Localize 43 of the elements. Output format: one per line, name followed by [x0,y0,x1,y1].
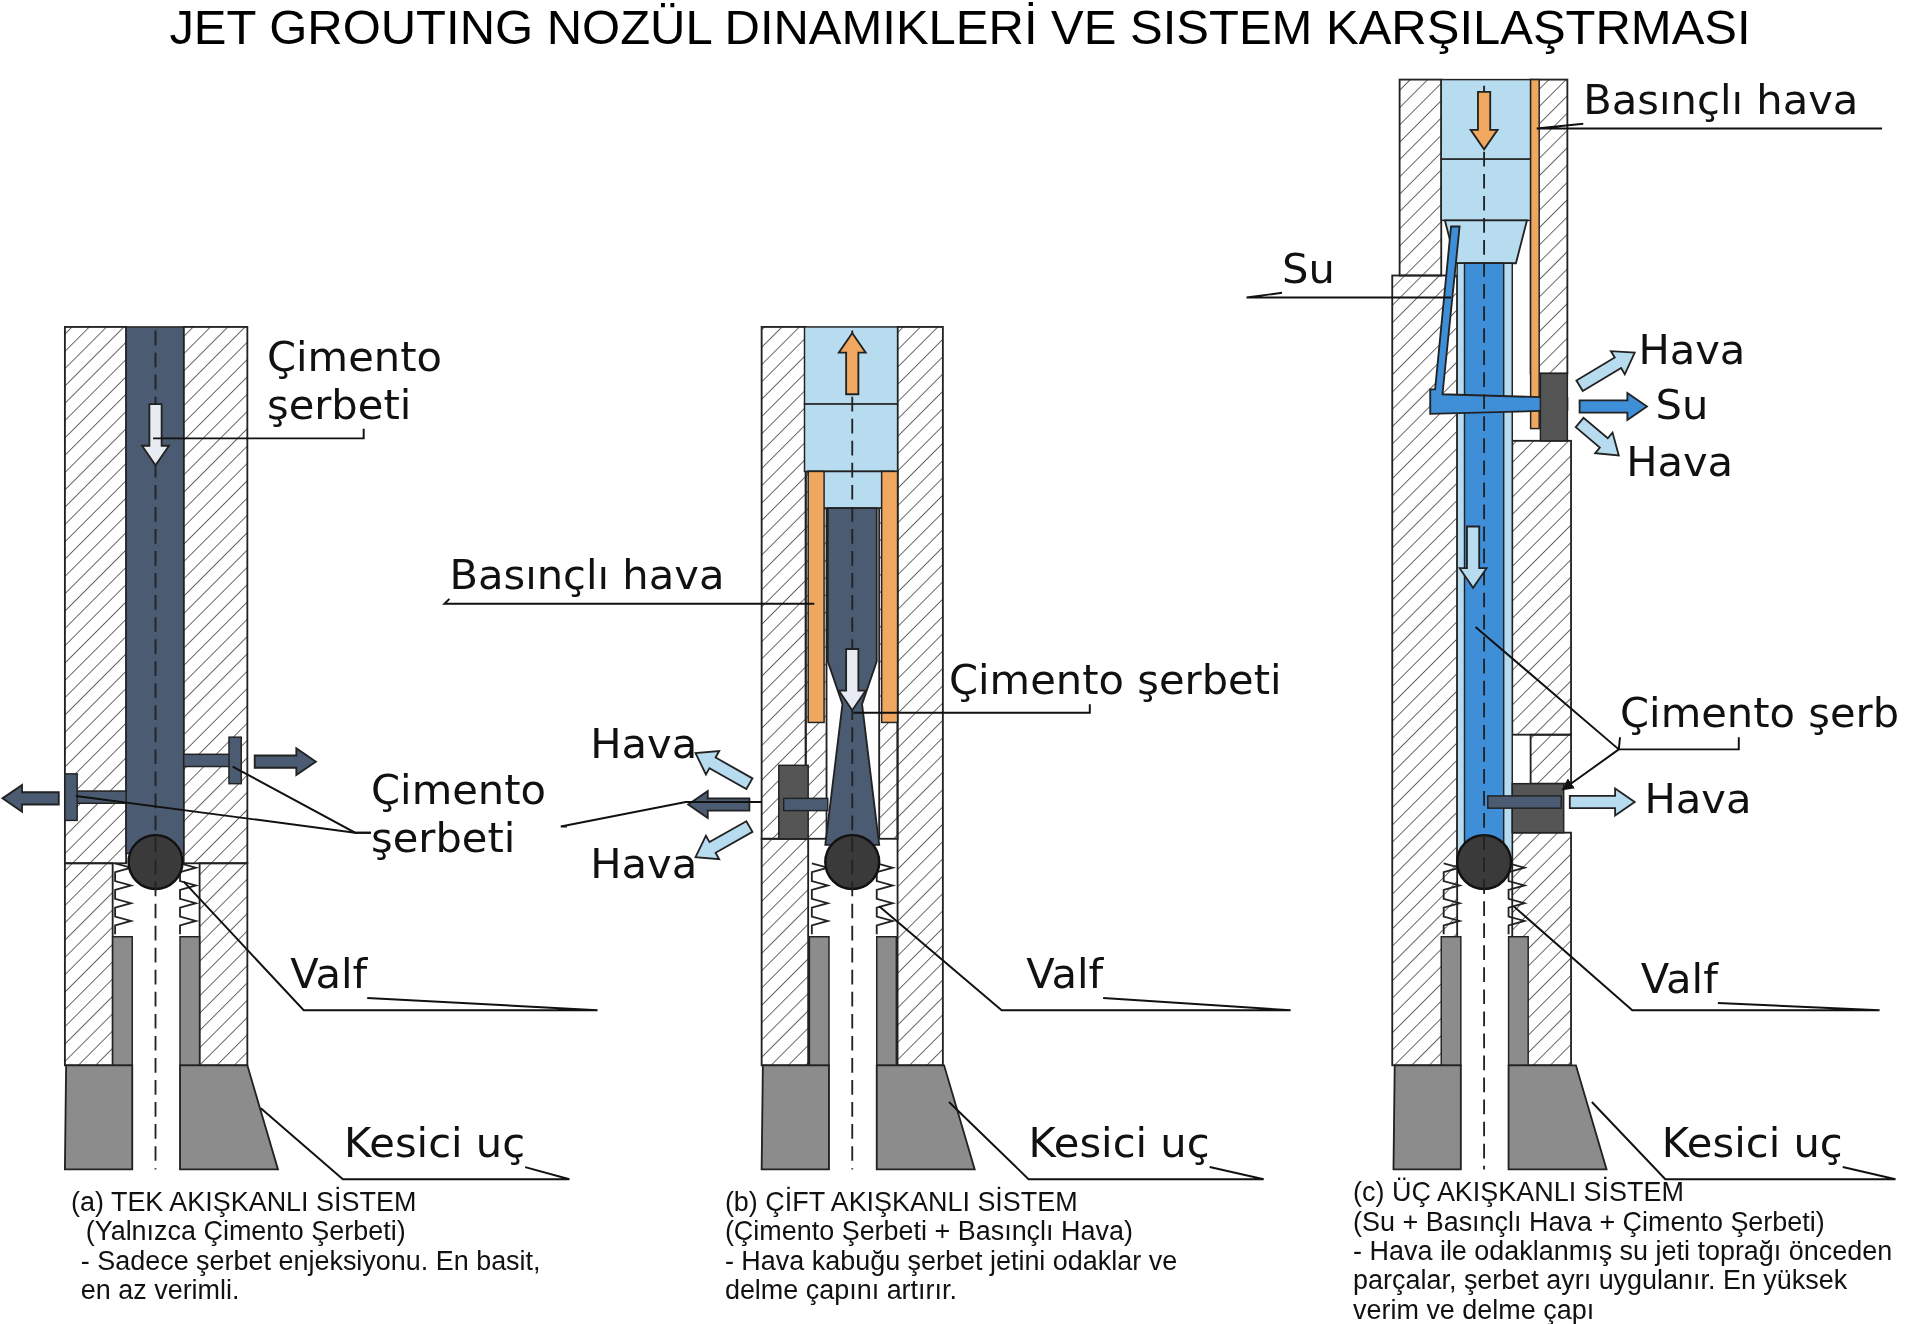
flow-label: Su [1655,380,1709,429]
flow-label: Hava [590,720,698,768]
leader-line [1245,291,1452,299]
caption-text: - Sadece şerbet enjeksiyonu. En basit, en az verimli. [80,1246,542,1306]
leader-line [1535,122,1884,130]
callout-label: Valf [1640,955,1718,1003]
leader-line [182,880,599,1012]
caption-heading: (c) ÜÇ AKIŞKANLI SİSTEM [1353,1177,1684,1208]
leader-line [231,765,372,834]
diagram-title: JET GROUTING NOZÜL DINAMIKLERİ VE SISTEM KARŞILAŞTRMASI [168,0,1752,56]
flow-label: Hava [1638,325,1746,374]
caption-text: - Hava kabuğu şerbet jetini odaklar ve delme çapını artırır. [724,1246,1179,1306]
caption-subtitle: (Yalnızca Çimento Şerbeti) [85,1217,406,1247]
caption-subtitle: (Çimento Şerbeti + Basınçlı Hava) [724,1217,1133,1247]
callout-label: Su [1282,244,1335,293]
callout-label: Kesici uç [344,1119,526,1168]
leader-line [852,703,1091,714]
caption-text: - Hava ile odaklanmış su jeti toprağı önceden parçalar, şerbet ayrı uygulanır. En yüksek verim ve delme çapı [1353,1236,1894,1324]
leader-line [152,427,365,440]
leader-line [1561,736,1621,791]
callout-label: Çimento şerb [1620,689,1900,738]
leader-line [559,801,763,828]
leader-line [442,597,816,605]
callout-label: Basınçlı hava [1583,75,1859,124]
leader-line [259,1107,571,1181]
leader-line [1512,905,1881,1012]
caption-heading: (b) ÇİFT AKIŞKANLI SİSTEM [724,1187,1078,1218]
leader-line [948,1101,1265,1181]
callout-label: Kesici uç [1028,1119,1210,1168]
flow-label: Hava [590,840,698,888]
callout-label: Kesici uç [1661,1119,1843,1168]
flow-label: Hava [1644,775,1752,823]
flow-label: Hava [1626,438,1734,487]
callout-label: Çimento şerbeti [949,656,1282,705]
callout-label: Çimento şerbeti [266,333,463,429]
caption-subtitle: (Su + Basınçlı Hava + Çimento Şerbeti) [1353,1207,1825,1237]
leader-line [1590,1101,1897,1181]
callout-label: Valf [1026,950,1104,999]
callout-label: Basınçlı hava [449,551,725,599]
leader-line [878,905,1292,1012]
callout-label: Valf [290,950,368,999]
callout-label: Çimento şerbeti [371,766,567,863]
leader-line [1474,625,1740,751]
